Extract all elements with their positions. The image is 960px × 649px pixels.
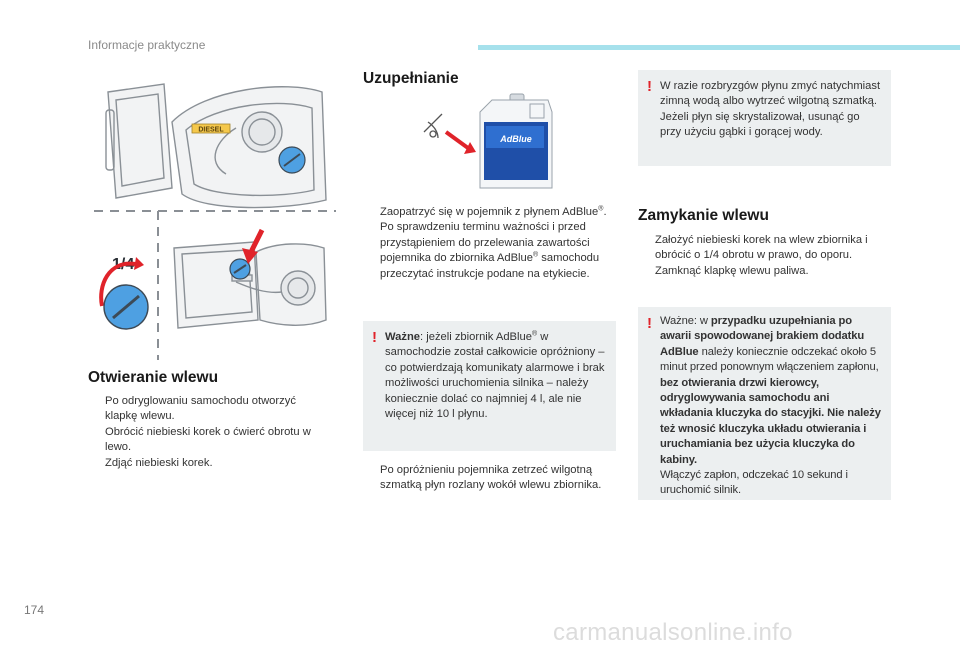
splash-note-box: ! W razie rozbryzgów płynu zmyć natychmi… [638, 70, 891, 166]
blue-cap-icon [278, 146, 306, 174]
fill-after-steps-list: Po opróżnieniu pojemnika zetrzeć wilgotn… [363, 463, 613, 494]
fill-steps-list: Zaopatrzyć się w pojemnik z płynem AdBlu… [363, 205, 613, 282]
list-item: Obrócić niebieski korek o ćwierć obrotu … [105, 425, 311, 454]
close-steps-list: Założyć niebieski korek na wlew zbiornik… [638, 233, 888, 279]
list-item: Zaopatrzyć się w pojemnik z płynem AdBlu… [380, 205, 607, 280]
watermark: carmanualsonline.info [553, 619, 793, 646]
cap-in-place-icon [229, 258, 251, 280]
counter-clockwise-arrow-icon [99, 257, 144, 307]
page-number: 174 [24, 603, 45, 617]
adblue-container-illustration: AdBlue [423, 93, 553, 189]
adblue-can-label: AdBlue [499, 134, 532, 144]
cap-turn-icon [103, 284, 149, 330]
red-arrow-icon [242, 228, 265, 264]
list-item: Po odryglowaniu samochodu otworzyć klapk… [105, 395, 296, 423]
header-accent-bar [478, 45, 960, 50]
list-item: Zamknąć klapkę wlewu paliwa. [655, 264, 809, 277]
open-steps-list: Po odryglowaniu samochodu otworzyć klapk… [88, 394, 328, 471]
list-item: Po opróżnieniu pojemnika zetrzeć wilgotn… [380, 464, 602, 492]
pour-arrow-icon [444, 130, 476, 154]
fuel-flap-close-drawing [173, 241, 327, 329]
list-item: Zdjąć niebieski korek. [105, 456, 213, 469]
adblue-can-icon [479, 93, 553, 189]
diesel-sticker [191, 123, 231, 134]
fuel-flap-open-drawing [105, 83, 327, 209]
filler-neck-icon [423, 113, 443, 139]
splash-note-text: W razie rozbryzgów płynu zmyć natychmias… [660, 80, 881, 139]
fuel-flap-illustration: DIESEL 1/4 [94, 83, 336, 360]
important-note-box: ! Ważne: jeżeli zbiornik AdBlue® w samoc… [363, 321, 616, 451]
warning-icon: ! [372, 329, 377, 346]
warning-icon: ! [647, 315, 652, 332]
adblue-warning-text: Ważne: w przypadku uzupełniania po awari… [660, 315, 881, 497]
fill-section-title: Uzupełnianie [363, 70, 459, 87]
diesel-label: DIESEL [198, 127, 224, 134]
close-section-title: Zamykanie wlewu [638, 207, 769, 224]
open-section-title: Otwieranie wlewu [88, 369, 219, 386]
important-note-text: Ważne: jeżeli zbiornik AdBlue® w samocho… [385, 330, 605, 421]
list-item: Założyć niebieski korek na wlew zbiornik… [655, 234, 868, 262]
section-header: Informacje praktyczne [88, 38, 206, 52]
adblue-warning-note-box: ! Ważne: w przypadku uzupełniania po awa… [638, 307, 891, 500]
warning-icon: ! [647, 78, 652, 95]
